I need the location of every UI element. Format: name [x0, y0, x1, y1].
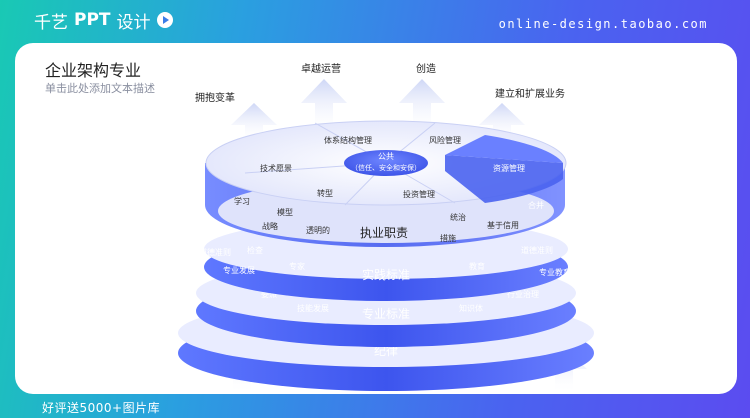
label-transparent: 透明的	[306, 225, 330, 235]
label-prof-edu: 专业教育	[539, 267, 571, 277]
label-model: 模型	[277, 207, 293, 217]
label-prof-dev: 专业发展	[223, 265, 255, 275]
arrow-top-left	[231, 103, 277, 143]
label-resource-mgmt: 资源管理	[493, 163, 525, 173]
arrow-top-mid	[301, 79, 347, 135]
layer-professional-title: 专业标准	[362, 306, 410, 321]
label-ethics-right: 道德准则	[521, 245, 553, 255]
footer-promo: 好评送5000+图片库	[42, 401, 161, 415]
label-invest-mgmt: 投资管理	[403, 189, 435, 199]
hub-label-1: 公共	[378, 152, 394, 161]
play-icon	[156, 12, 173, 28]
arrow-top-right	[479, 103, 525, 143]
label-delegate: 委派	[261, 289, 277, 299]
architecture-diagram: 纪律 委派 技能发展 知识体 行业治理 专业标准 道德准则 检查 专家 专业发展…	[178, 62, 595, 393]
label-skill-dev: 技能发展	[297, 303, 329, 313]
layer-practice-title: 实践标准	[362, 267, 410, 282]
arrow-label-embrace-change: 拥抱变革	[195, 91, 235, 104]
label-risk-mgmt: 风险管理	[429, 135, 461, 145]
label-measures: 措施	[440, 233, 456, 243]
slide-title: 企业架构专业	[45, 61, 142, 80]
arrow-label-create: 创造	[416, 62, 436, 75]
hub-label-2: （信任、安全和安保）	[351, 163, 421, 172]
label-merge: 合并	[528, 200, 544, 210]
label-credit: 基于信用	[487, 220, 519, 230]
label-rule: 统治	[450, 212, 466, 222]
label-industry-gov: 行业治理	[507, 289, 539, 299]
label-learning: 学习	[234, 196, 250, 206]
label-tech-vision: 技术愿景	[260, 163, 292, 173]
arrow-label-excellence: 卓越运营	[301, 62, 341, 75]
label-knowledge: 知识体	[459, 303, 483, 313]
label-inspection: 检查	[247, 245, 263, 255]
brand-suffix: 设计	[116, 12, 151, 33]
label-expert: 专家	[289, 261, 305, 271]
brand-prefix: 千艺	[34, 12, 68, 33]
label-education: 教育	[469, 261, 485, 271]
label-ethics-left: 道德准则	[199, 247, 231, 257]
arrow-top-center	[399, 79, 445, 135]
raised-segment	[445, 155, 563, 203]
label-strategy: 战略	[262, 221, 278, 231]
label-transform: 转型	[317, 188, 333, 198]
layer-duties-title: 执业职责	[360, 226, 408, 240]
brand-bold: PPT	[74, 10, 111, 30]
slide-card: 企业架构专业 单击此处添加文本描述	[15, 43, 737, 394]
layer-discipline-title: 纪律	[374, 344, 398, 358]
arrow-label-expand-business: 建立和扩展业务	[495, 87, 565, 100]
layer-practice-duties: 公共 （信任、安全和安保） 体系结构管理 风险管理 技术愿景 转型 投资管理 资…	[205, 120, 567, 247]
shop-url: online-design.taobao.com	[498, 17, 708, 31]
hub-public	[344, 150, 428, 176]
label-arch-mgmt: 体系结构管理	[324, 135, 372, 145]
label-governance: 治理	[579, 247, 595, 257]
slide-subtitle: 单击此处添加文本描述	[45, 82, 155, 95]
